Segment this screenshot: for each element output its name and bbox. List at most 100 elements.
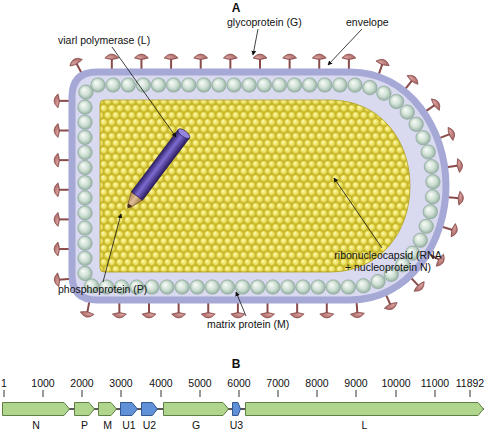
spike-head xyxy=(231,313,245,319)
gene-name: G xyxy=(192,419,200,431)
gene-name: M xyxy=(103,419,112,431)
gene-box: L xyxy=(245,402,484,416)
gene-box: P xyxy=(74,402,95,416)
matrix-sphere xyxy=(250,280,265,295)
scale-tick xyxy=(356,390,357,397)
matrix-sphere xyxy=(78,160,93,175)
spike-head xyxy=(456,158,463,173)
gene-arrow xyxy=(120,402,138,416)
polymerase-pen xyxy=(122,127,192,213)
matrix-sphere xyxy=(341,280,356,295)
matrix-sphere xyxy=(121,78,136,93)
scale-number: 5000 xyxy=(188,377,211,389)
matrix-sphere xyxy=(106,78,121,93)
part-name: ribonucleocapsid (RNA + nucleoprotein N) xyxy=(320,249,456,273)
gene-arrow xyxy=(245,402,484,416)
matrix-sphere xyxy=(151,78,166,93)
scale-tick xyxy=(435,390,436,397)
spike-head xyxy=(457,191,464,205)
scale-tick xyxy=(200,390,201,397)
matrix-sphere xyxy=(326,280,341,295)
scale-number: 2000 xyxy=(70,377,93,389)
matrix-sphere xyxy=(257,78,272,93)
matrix-sphere xyxy=(409,117,424,132)
matrix-sphere xyxy=(419,219,434,234)
gene-arrow xyxy=(141,402,158,416)
spike-head xyxy=(172,313,186,319)
gene-arrow xyxy=(98,402,117,416)
matrix-sphere xyxy=(413,233,428,248)
gene-arrow xyxy=(163,402,229,416)
gene-name: U3 xyxy=(230,419,243,431)
matrix-sphere xyxy=(78,266,93,281)
spike-head xyxy=(142,313,156,319)
spike-head xyxy=(342,54,356,60)
matrix-sphere xyxy=(78,175,93,190)
scale-tick xyxy=(161,390,162,397)
matrix-sphere xyxy=(371,274,386,289)
scale-tick xyxy=(121,390,122,397)
matrix-sphere xyxy=(220,280,235,295)
scale-number: 1000 xyxy=(31,377,54,389)
gene-name: N xyxy=(32,419,40,431)
scale-tick xyxy=(317,390,318,397)
matrix-sphere xyxy=(333,78,348,93)
gene-arrow xyxy=(2,402,70,416)
leader-line xyxy=(253,29,258,55)
gene-name: U2 xyxy=(143,419,156,431)
leader-line xyxy=(103,214,121,282)
gene-box: U2 xyxy=(141,402,158,416)
scale-number: 7000 xyxy=(266,377,289,389)
spike-head xyxy=(112,313,126,319)
scale-number: 11892 xyxy=(456,377,484,389)
matrix-sphere xyxy=(416,130,431,145)
matrix-sphere xyxy=(78,115,93,130)
matrix-sphere xyxy=(424,159,439,174)
spike-head xyxy=(164,54,178,60)
gene-arrow-shape xyxy=(99,403,117,416)
matrix-sphere xyxy=(235,280,250,295)
leader-line xyxy=(236,292,246,316)
matrix-sphere xyxy=(266,280,281,295)
spike-head xyxy=(450,223,459,238)
polymerase-body xyxy=(131,129,189,200)
spike-head xyxy=(54,212,60,226)
scale-tick xyxy=(43,390,44,397)
spike-head xyxy=(80,310,95,318)
spike-head xyxy=(447,126,457,141)
matrix-sphere xyxy=(78,191,93,206)
spike-head xyxy=(54,183,60,197)
matrix-sphere xyxy=(421,145,436,160)
leader-line xyxy=(328,29,362,65)
panel-letter: B xyxy=(232,358,241,370)
gene-name: P xyxy=(81,419,88,431)
gene-arrow-shape xyxy=(142,403,158,416)
spike-head xyxy=(54,124,60,138)
matrix-sphere xyxy=(181,78,196,93)
matrix-sphere xyxy=(426,174,441,189)
matrix-sphere xyxy=(302,78,317,93)
part-name: envelope xyxy=(346,16,389,28)
scale-tick xyxy=(82,390,83,397)
gene-name: U1 xyxy=(122,419,135,431)
matrix-sphere xyxy=(311,280,326,295)
matrix-sphere xyxy=(423,204,438,219)
glycoprotein-spikes xyxy=(54,54,464,318)
matrix-sphere xyxy=(212,78,227,93)
scale-number: 3000 xyxy=(109,377,132,389)
matrix-sphere xyxy=(363,80,378,95)
leader-line xyxy=(334,178,382,248)
scale-tick xyxy=(396,390,397,397)
gene-box: U3 xyxy=(232,402,241,416)
gene-box: N xyxy=(2,402,70,416)
matrix-sphere xyxy=(281,280,296,295)
gene-name: L xyxy=(362,419,368,431)
matrix-sphere xyxy=(317,78,332,93)
spike-head xyxy=(375,57,390,67)
gene-arrow-shape xyxy=(233,403,241,416)
matrix-sphere xyxy=(78,236,93,251)
gene-arrow-shape xyxy=(3,403,70,416)
matrix-sphere xyxy=(287,78,302,93)
